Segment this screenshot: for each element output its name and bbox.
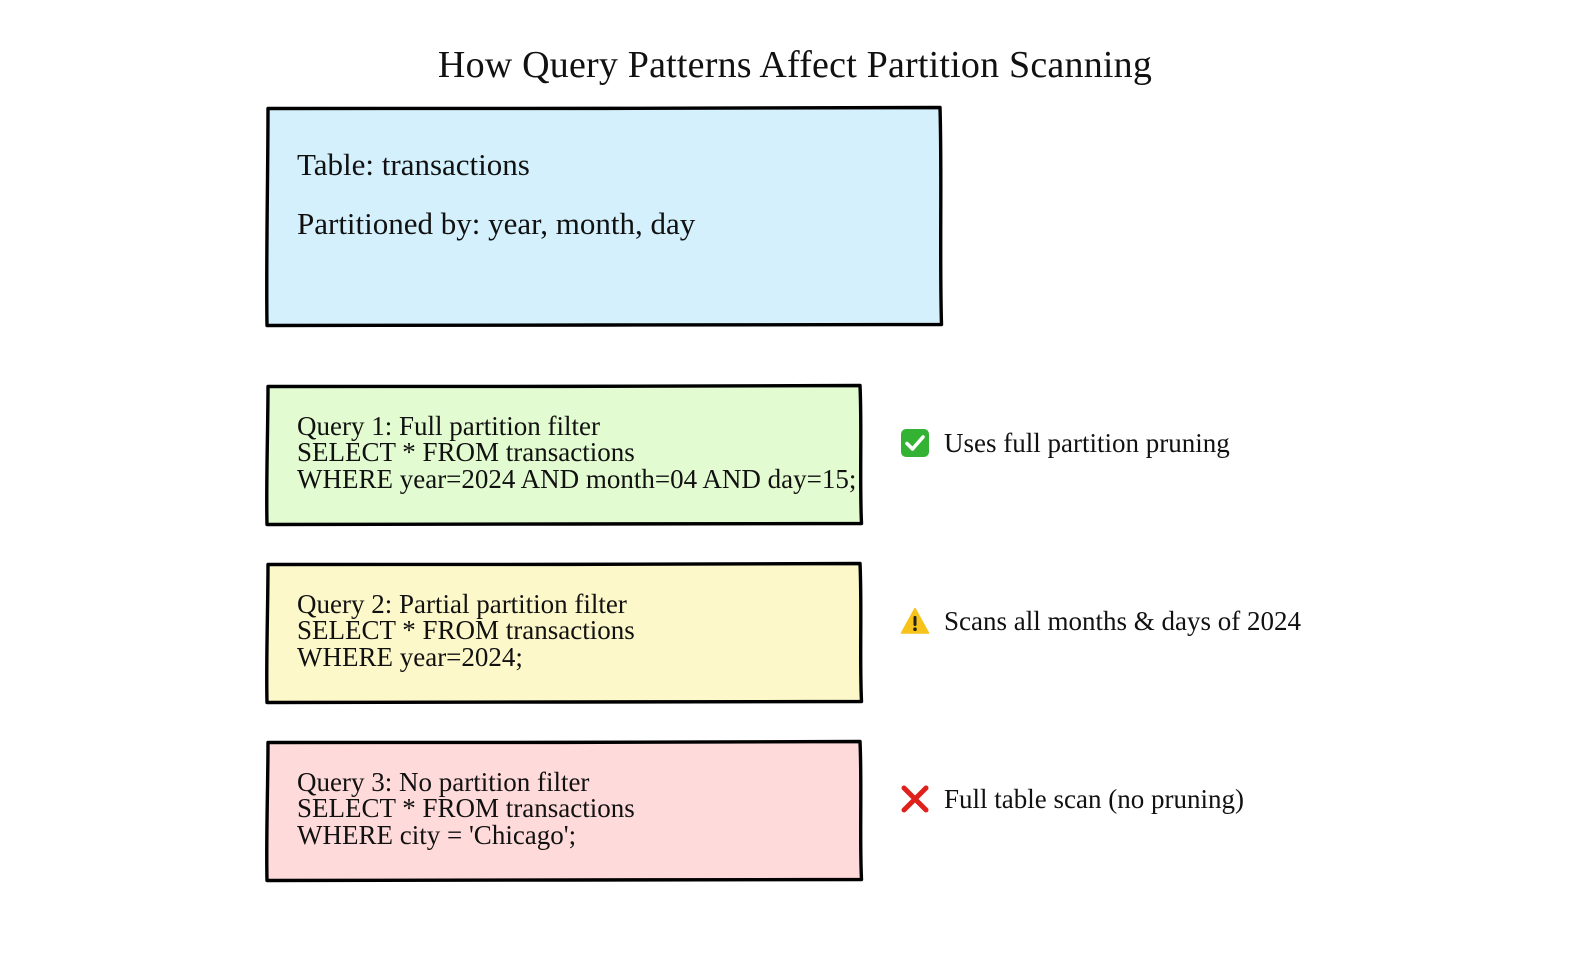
table-name-label: Table: transactions — [297, 147, 530, 182]
cross-mark-icon — [901, 785, 929, 813]
query-3-header: Query 3: No partition filter — [297, 767, 590, 797]
check-mark-icon — [901, 429, 929, 457]
query-3-result: Full table scan (no pruning) — [900, 779, 1244, 819]
query-1-box: Query 1: Full partition filter SELECT * … — [268, 387, 860, 523]
query-3-result-text: Full table scan (no pruning) — [944, 783, 1244, 814]
query-3-sql-where: WHERE city = 'Chicago'; — [297, 820, 577, 850]
query-2-sql-select: SELECT * FROM transactions — [297, 615, 635, 645]
table-info-box: Table: transactions Partitioned by: year… — [268, 109, 940, 324]
query-1-header: Query 1: Full partition filter — [297, 411, 600, 441]
query-2-box: Query 2: Partial partition filter SELECT… — [268, 565, 860, 701]
query-1-sql-select: SELECT * FROM transactions — [297, 437, 635, 467]
query-1-result: Uses full partition pruning — [900, 423, 1230, 463]
query-3-box: Query 3: No partition filter SELECT * FR… — [268, 743, 860, 879]
partition-keys-label: Partitioned by: year, month, day — [297, 206, 696, 241]
query-1-result-text: Uses full partition pruning — [944, 427, 1230, 458]
query-2-sql-where: WHERE year=2024; — [297, 642, 523, 672]
warning-icon — [900, 607, 930, 634]
query-1-sql-where: WHERE year=2024 AND month=04 AND day=15; — [297, 464, 857, 494]
query-2-result: Scans all months & days of 2024 — [900, 601, 1301, 641]
query-2-header: Query 2: Partial partition filter — [297, 589, 627, 619]
diagram-title: How Query Patterns Affect Partition Scan… — [437, 44, 1153, 86]
query-2-result-text: Scans all months & days of 2024 — [944, 605, 1301, 636]
query-3-sql-select: SELECT * FROM transactions — [297, 793, 635, 823]
